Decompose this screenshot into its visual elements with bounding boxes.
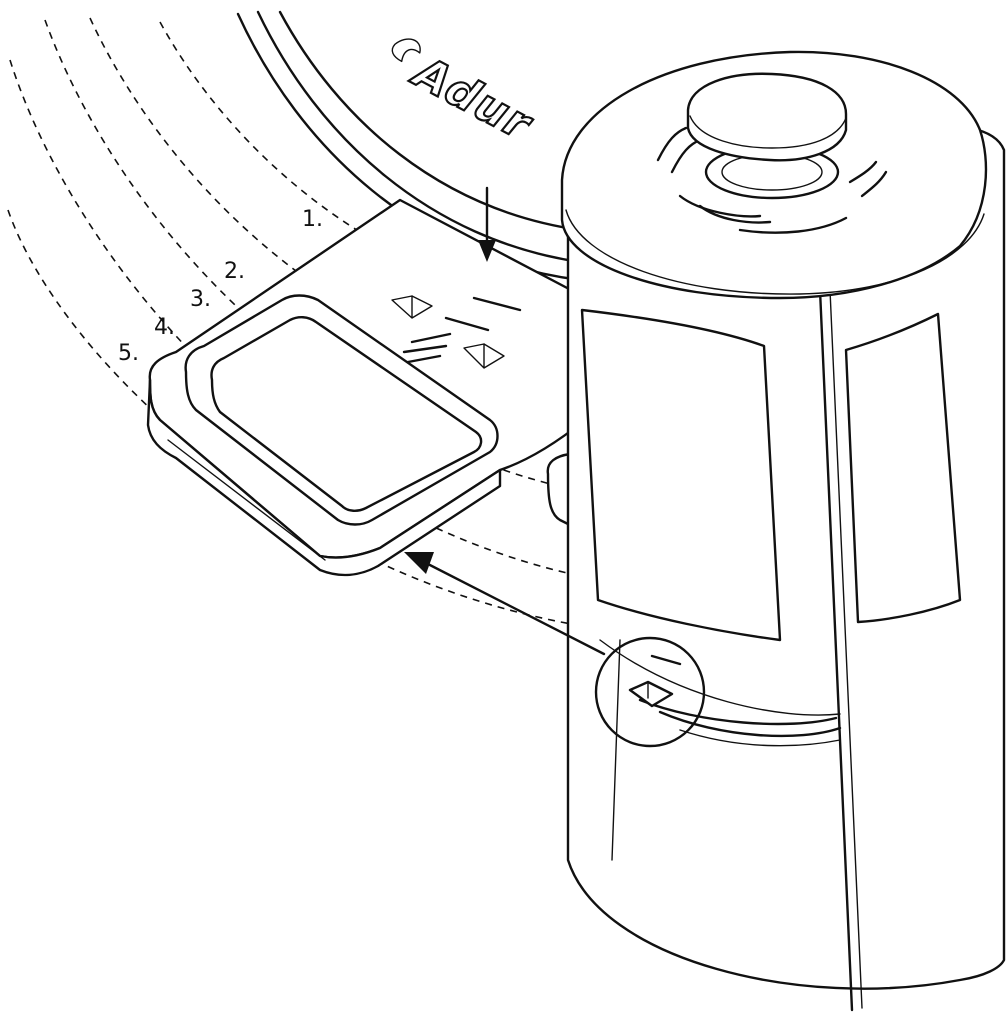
level-arc-1	[159, 21, 591, 311]
level-label-4: 4.	[154, 315, 175, 340]
stove-control-handle	[628, 680, 674, 708]
pointer-arrow	[404, 552, 606, 656]
brand-logo: Adur	[391, 38, 542, 152]
level-label-2: 2.	[224, 259, 245, 284]
logo-text: Adur	[403, 45, 540, 150]
stove	[560, 50, 1006, 1012]
level-label-3: 3.	[190, 287, 211, 312]
detail-circle	[594, 636, 706, 748]
door-window-left	[580, 308, 782, 642]
push-arrow	[478, 186, 496, 262]
level-labels: 1. 2. 3. 4. 5.	[118, 207, 323, 366]
flue-cap	[686, 72, 848, 162]
level-label-5: 5.	[118, 341, 139, 366]
level-arc-3	[44, 19, 601, 496]
arrow-marker-icon	[463, 343, 505, 369]
control-plate	[146, 198, 602, 577]
arrow-marker-icon	[391, 295, 433, 319]
level-label-1: 1.	[302, 207, 323, 232]
side-window-right	[844, 312, 962, 624]
